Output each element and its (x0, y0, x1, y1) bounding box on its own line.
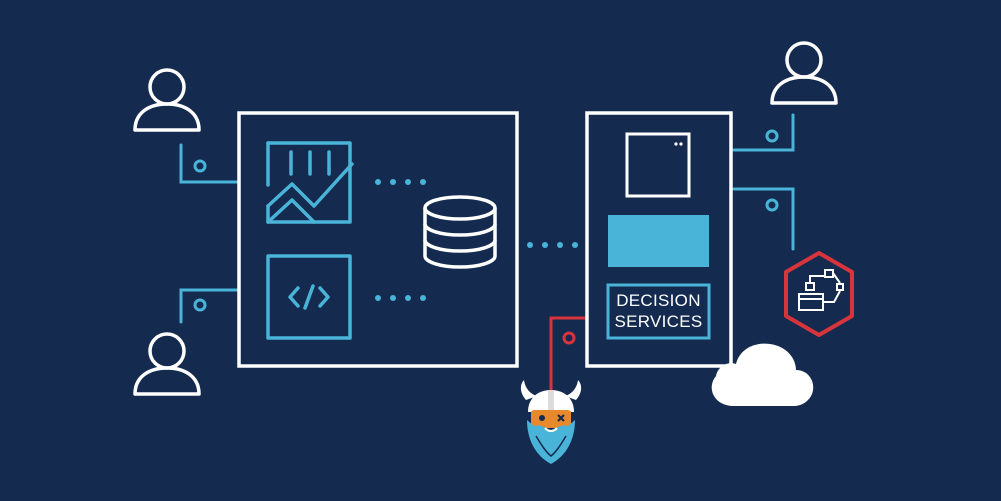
connector-bottom-left-user (179, 288, 240, 324)
database-icon (423, 195, 497, 269)
dots-database-to-services (527, 242, 578, 248)
decision-services-label: DECISION SERVICES (606, 283, 711, 340)
chart-icon (266, 141, 354, 224)
user-icon (133, 332, 201, 396)
service-block (608, 215, 709, 267)
dots-chart-to-database (375, 179, 426, 185)
application-box (237, 111, 519, 368)
connector-mascot (549, 316, 588, 393)
cloud-icon (711, 343, 814, 406)
connector-top-left-user (179, 143, 240, 184)
workflow-hexagon-icon (784, 251, 854, 337)
dotted-links (375, 179, 578, 301)
code-icon (266, 254, 352, 340)
connector-node (193, 159, 207, 173)
services-box (585, 111, 733, 368)
viking-mascot-icon (520, 380, 582, 464)
connector-right-workflow (732, 187, 795, 251)
decision-services-line2: SERVICES (614, 312, 702, 331)
user-icon (133, 68, 201, 132)
window-icon (625, 132, 691, 198)
connector-node (765, 129, 779, 143)
decision-services-line1: DECISION (616, 291, 701, 310)
user-icon (770, 41, 838, 105)
connector-node (765, 198, 779, 212)
dots-code-to-database (375, 295, 426, 301)
connectors (179, 113, 795, 324)
connector-node (193, 298, 207, 312)
connector-top-right-user (732, 113, 795, 152)
